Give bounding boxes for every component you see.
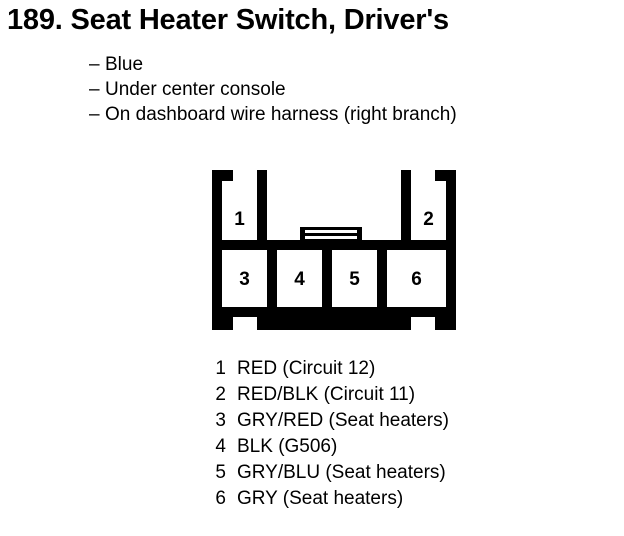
legend-pin-label: RED/BLK (Circuit 11) (237, 384, 416, 405)
pin-number-1: 1 (234, 209, 245, 230)
legend-pin-number: 1 (215, 358, 226, 379)
pin-cavity-3 (222, 250, 267, 307)
description-item: – On dashboard wire harness (right branc… (89, 102, 609, 127)
legend-pin-label: GRY (Seat heaters) (237, 488, 404, 509)
legend-pin-label: GRY/BLU (Seat heaters) (237, 462, 446, 483)
center-latch-tab-slot (305, 230, 357, 233)
dash-bullet-icon: – (89, 79, 100, 100)
legend-row: 4 BLK (G506) (206, 434, 606, 460)
legend-pin-number: 5 (215, 462, 226, 483)
dash-bullet-icon: – (89, 104, 100, 125)
pin-legend: 1 RED (Circuit 12) 2 RED/BLK (Circuit 11… (206, 356, 606, 512)
pin-cavity-4 (277, 250, 322, 307)
pin-number-5: 5 (349, 269, 360, 290)
center-latch-tab-slot (305, 236, 357, 239)
legend-row: 1 RED (Circuit 12) (206, 356, 606, 382)
legend-pin-number: 2 (215, 384, 226, 405)
legend-pin-label: BLK (G506) (237, 436, 338, 457)
legend-pin-label: GRY/RED (Seat heaters) (237, 410, 449, 431)
description-item-label: On dashboard wire harness (right branch) (105, 104, 457, 125)
legend-row: 3 GRY/RED (Seat heaters) (206, 408, 606, 434)
legend-row: 5 GRY/BLU (Seat heaters) (206, 460, 606, 486)
legend-pin-label: RED (Circuit 12) (237, 358, 376, 379)
pin-cavity-5 (332, 250, 377, 307)
legend-pin-number: 4 (215, 436, 226, 457)
pin-cavity-1 (222, 181, 257, 240)
pin-number-6: 6 (411, 269, 422, 290)
description-item: – Under center console (89, 77, 609, 102)
dash-bullet-icon: – (89, 54, 100, 75)
connector-outline-shape (212, 170, 456, 330)
description-item-label: Under center console (105, 79, 286, 100)
legend-row: 6 GRY (Seat heaters) (206, 486, 606, 512)
pin-cavity-2 (411, 181, 446, 240)
description-item-label: Blue (105, 54, 144, 75)
pin-number-2: 2 (423, 209, 434, 230)
page-title: 189. Seat Heater Switch, Driver's (7, 4, 449, 36)
legend-row: 2 RED/BLK (Circuit 11) (206, 382, 606, 408)
pin-number-4: 4 (294, 269, 305, 290)
legend-pin-number: 3 (215, 410, 226, 431)
connector-pinout-diagram: 1 2 3 4 5 6 (212, 170, 456, 330)
description-list: – Blue – Under center console – On dashb… (89, 52, 609, 127)
legend-pin-number: 6 (215, 488, 226, 509)
description-item: – Blue (89, 52, 609, 77)
pin-cavity-6 (387, 250, 446, 307)
pin-number-3: 3 (239, 269, 250, 290)
